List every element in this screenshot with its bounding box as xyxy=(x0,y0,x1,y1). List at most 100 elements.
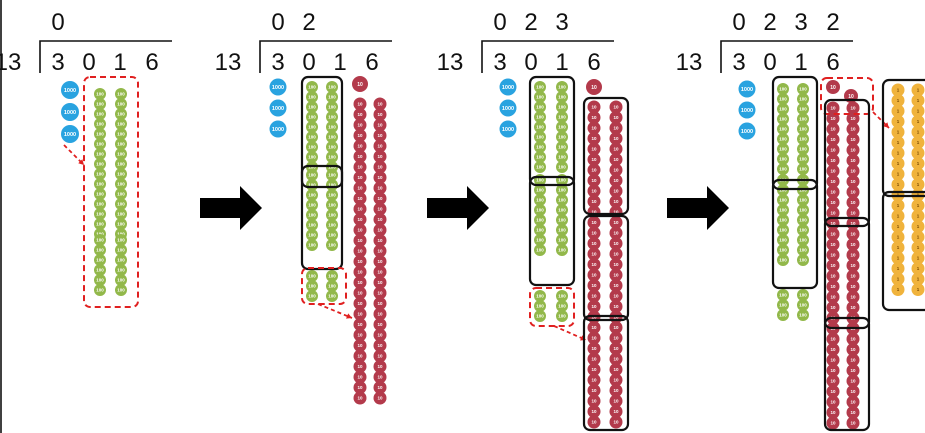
chip-label: 10 xyxy=(830,358,836,363)
chip-label: 10 xyxy=(850,116,856,121)
thousand-chip: 1000 xyxy=(269,78,287,96)
chip-label: 100 xyxy=(536,314,544,319)
chip-label: 100 xyxy=(308,155,316,160)
one-chip: 1 xyxy=(891,283,905,296)
hundred-chip: 100 xyxy=(556,161,568,173)
ten-chip: 10 xyxy=(373,318,387,331)
hundred-chip: 100 xyxy=(777,113,789,125)
one-chip: 1 xyxy=(911,251,925,265)
chip-label: 100 xyxy=(96,172,104,177)
hundred-chip: 100 xyxy=(115,98,127,110)
chip-label: 100 xyxy=(779,293,787,298)
chip-label: 100 xyxy=(558,145,566,150)
chip-label: 100 xyxy=(96,268,104,273)
group-box-13-hundreds xyxy=(528,175,576,287)
chip-label: 10 xyxy=(377,385,383,390)
chip-label: 100 xyxy=(328,233,336,238)
ten-chip: 10 xyxy=(373,139,387,153)
hundred-chip: 100 xyxy=(115,244,127,256)
ten-chip: 10 xyxy=(609,100,623,114)
dividend-digit: 6 xyxy=(826,49,839,76)
ten-chip: 10 xyxy=(609,405,623,418)
chip-label: 10 xyxy=(377,312,383,317)
regroup-arrow-head xyxy=(883,122,889,128)
chip-label: 100 xyxy=(117,102,125,107)
chip-label: 100 xyxy=(558,165,566,170)
one-chip: 1 xyxy=(911,146,925,160)
thousand-chip: 1000 xyxy=(61,81,79,99)
chip-label: 1000 xyxy=(741,129,753,135)
ten-chip: 10 xyxy=(587,247,601,261)
chip-label: 100 xyxy=(536,198,544,203)
ten-chip: 10 xyxy=(353,381,367,394)
chip-label: 10 xyxy=(591,199,597,204)
chip-label: 100 xyxy=(799,198,807,203)
chip-label: 10 xyxy=(591,399,597,404)
chip-label: 100 xyxy=(328,284,336,289)
one-chip: 1 xyxy=(891,251,905,265)
chip-label: 10 xyxy=(850,379,856,384)
chip-label: 10 xyxy=(613,346,619,351)
chip-label: 10 xyxy=(613,126,619,131)
quotient-digit: 0 xyxy=(271,9,284,36)
hundred-chip: 100 xyxy=(777,224,789,236)
chip-label: 10 xyxy=(591,420,597,425)
hundred-chip: 100 xyxy=(94,138,106,150)
hundred-chip: 100 xyxy=(326,121,338,133)
hundred-chip: 100 xyxy=(306,101,318,113)
chip-label: 10 xyxy=(830,137,836,142)
chip-label: 10 xyxy=(830,379,836,384)
chip-label: 10 xyxy=(850,127,856,132)
one-chip: 1 xyxy=(891,199,905,212)
chip-label: 10 xyxy=(830,295,836,300)
chip-label: 10 xyxy=(591,85,597,91)
chip-label: 10 xyxy=(591,388,597,393)
hundred-chip: 100 xyxy=(797,163,809,175)
chip-label: 100 xyxy=(328,115,336,120)
chip-label: 100 xyxy=(799,218,807,223)
group-box-13-tens xyxy=(582,314,630,432)
thousand-chip: 1000 xyxy=(269,120,287,138)
chip-label: 100 xyxy=(308,173,316,178)
chip-label: 10 xyxy=(357,196,363,201)
ten-chip: 10 xyxy=(587,415,601,429)
group-box-13-hundreds xyxy=(300,75,344,189)
ten-chip: 10 xyxy=(353,339,367,352)
hundred-chip: 100 xyxy=(326,169,338,181)
hundred-chip: 100 xyxy=(115,208,127,220)
chip-label: 10 xyxy=(850,337,856,342)
ten-chip: 10 xyxy=(353,108,367,121)
ten-chip: 10 xyxy=(826,227,840,241)
regroup-highlight-box xyxy=(301,267,347,305)
chip-label: 100 xyxy=(96,222,104,227)
ten-chip: 10 xyxy=(353,391,367,405)
chip-label: 1 xyxy=(917,119,920,124)
chip-label: 10 xyxy=(613,105,619,110)
hundred-chip: 100 xyxy=(797,143,809,155)
hundred-chip: 100 xyxy=(534,214,546,226)
chip-label: 10 xyxy=(613,336,619,341)
chip-label: 100 xyxy=(799,87,807,92)
chip-label: 100 xyxy=(779,87,787,92)
hundred-chip: 100 xyxy=(326,189,338,201)
chip-label: 100 xyxy=(328,193,336,198)
chip-label: 100 xyxy=(779,208,787,213)
chip-label: 100 xyxy=(536,188,544,193)
chip-label: 100 xyxy=(308,243,316,248)
chip-label: 10 xyxy=(830,410,836,415)
chip-label: 100 xyxy=(328,135,336,140)
chip-label: 1000 xyxy=(64,132,76,138)
ten-chip: 10 xyxy=(846,206,860,220)
ten-chip: 10 xyxy=(353,139,367,153)
regroup-highlight-box xyxy=(820,77,874,115)
chip-label: 100 xyxy=(328,85,336,90)
ten-chip: 10 xyxy=(846,280,860,293)
chip-label: 10 xyxy=(357,144,363,149)
hundred-chip: 100 xyxy=(797,309,809,321)
hundred-chip: 100 xyxy=(534,91,546,103)
ten-chip: 10 xyxy=(826,290,840,304)
ten-chip: 10 xyxy=(587,394,601,408)
ten-chip: 10 xyxy=(353,297,367,310)
hundred-chip: 100 xyxy=(797,153,809,165)
ten-chip: 10 xyxy=(609,321,623,334)
